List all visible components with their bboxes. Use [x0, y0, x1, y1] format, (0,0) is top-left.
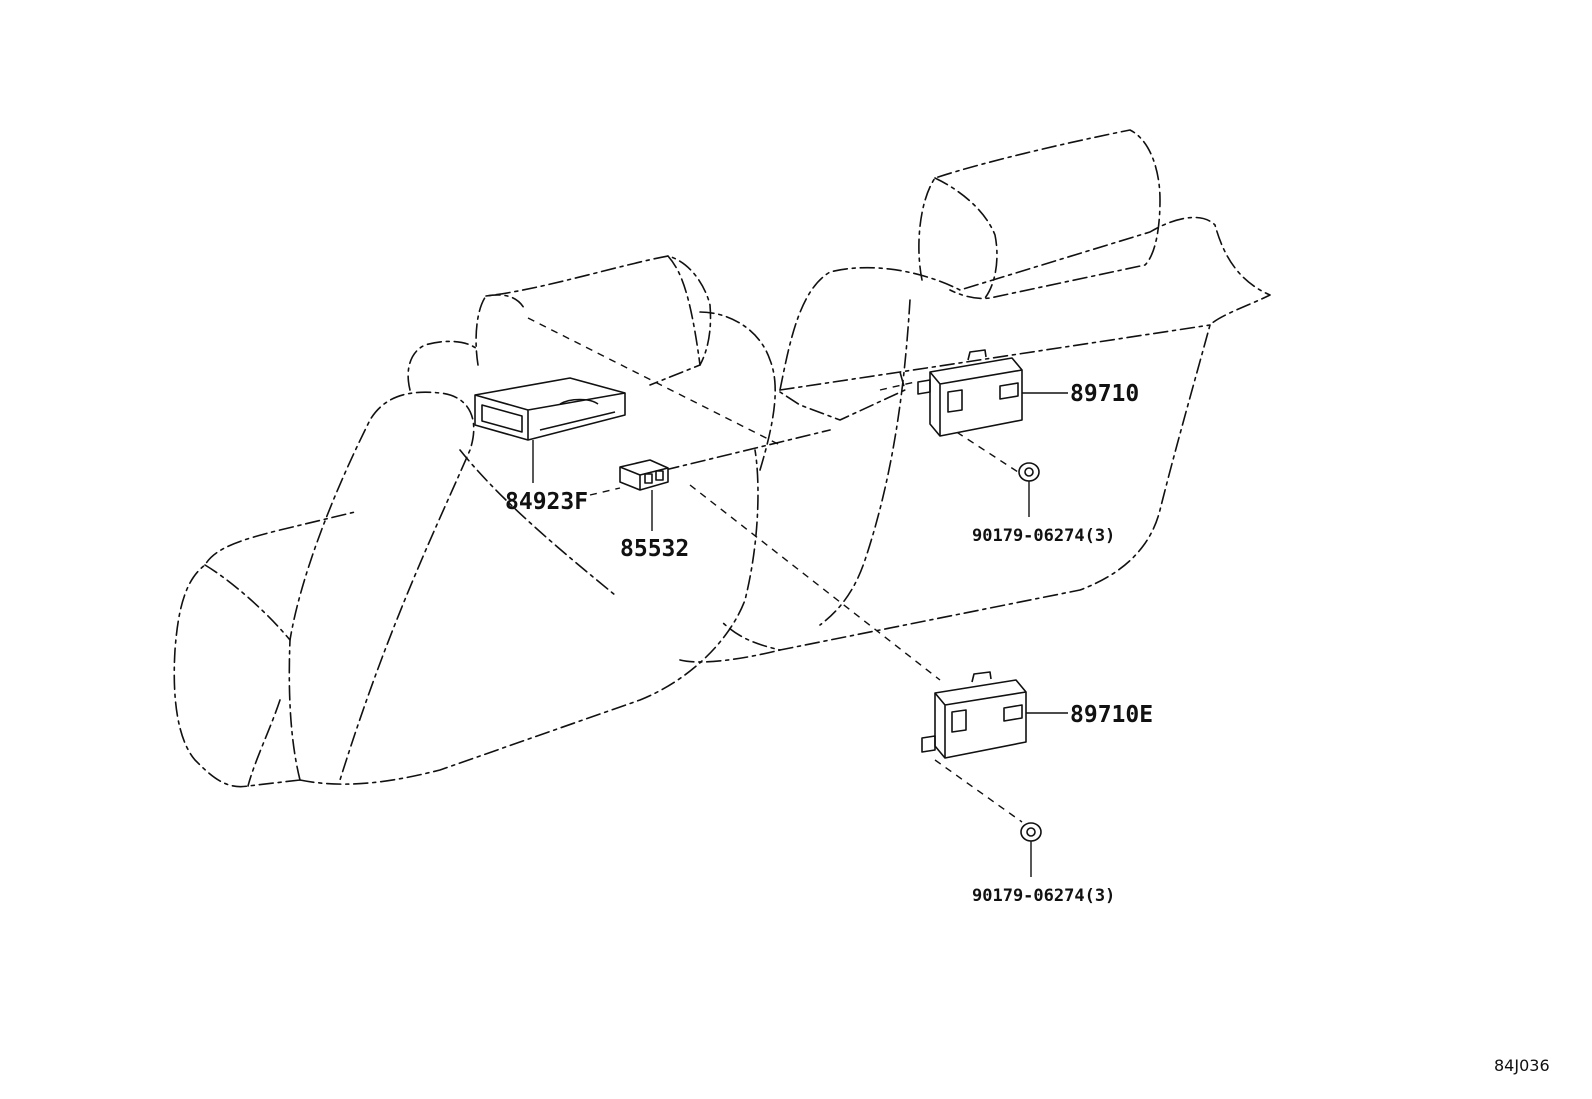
right-headrest-seam: [934, 177, 998, 299]
left-seatback-crease: [459, 449, 616, 596]
part-85532-drawing[interactable]: [619, 459, 669, 491]
label-89710E[interactable]: 89710E: [1070, 702, 1153, 728]
label-clip-upper[interactable]: 90179-06274(3): [972, 526, 1115, 546]
clip-lower-drawing[interactable]: [1020, 822, 1042, 842]
left-cushion-outline: [173, 511, 356, 788]
part-89710E-drawing[interactable]: [921, 671, 1027, 759]
label-84923F[interactable]: 84923F: [505, 489, 588, 515]
left-headrest-seam: [485, 255, 701, 366]
part-84923F-drawing[interactable]: [474, 377, 626, 441]
label-clip-lower[interactable]: 90179-06274(3): [972, 886, 1115, 906]
lower-cushion-line: [679, 649, 781, 663]
left-seatback-top: [407, 311, 776, 471]
right-headrest-outline: [918, 129, 1161, 300]
guide-line-clip-lower: [934, 759, 1023, 823]
guide-line-89710: [879, 381, 916, 391]
left-seatback-outline: [288, 391, 759, 785]
seat-center-line: [664, 429, 831, 471]
clip-upper-drawing[interactable]: [1018, 462, 1040, 482]
left-headrest-outline: [475, 255, 712, 386]
label-85532[interactable]: 85532: [620, 536, 689, 562]
diagram-ref-code: 84J036: [1494, 1056, 1550, 1075]
left-cushion-inner: [204, 564, 291, 787]
right-cushion-edge: [819, 299, 911, 626]
label-89710[interactable]: 89710: [1070, 381, 1139, 407]
guide-line-84923F: [527, 317, 781, 446]
right-seatback-outline: [719, 216, 1271, 651]
rear-seat-outline: [173, 129, 1271, 788]
part-89710-drawing[interactable]: [917, 349, 1023, 437]
guide-line-to-89710E: [689, 484, 941, 681]
leader-lines: [532, 392, 1068, 877]
guide-line-85532-left: [589, 487, 621, 496]
